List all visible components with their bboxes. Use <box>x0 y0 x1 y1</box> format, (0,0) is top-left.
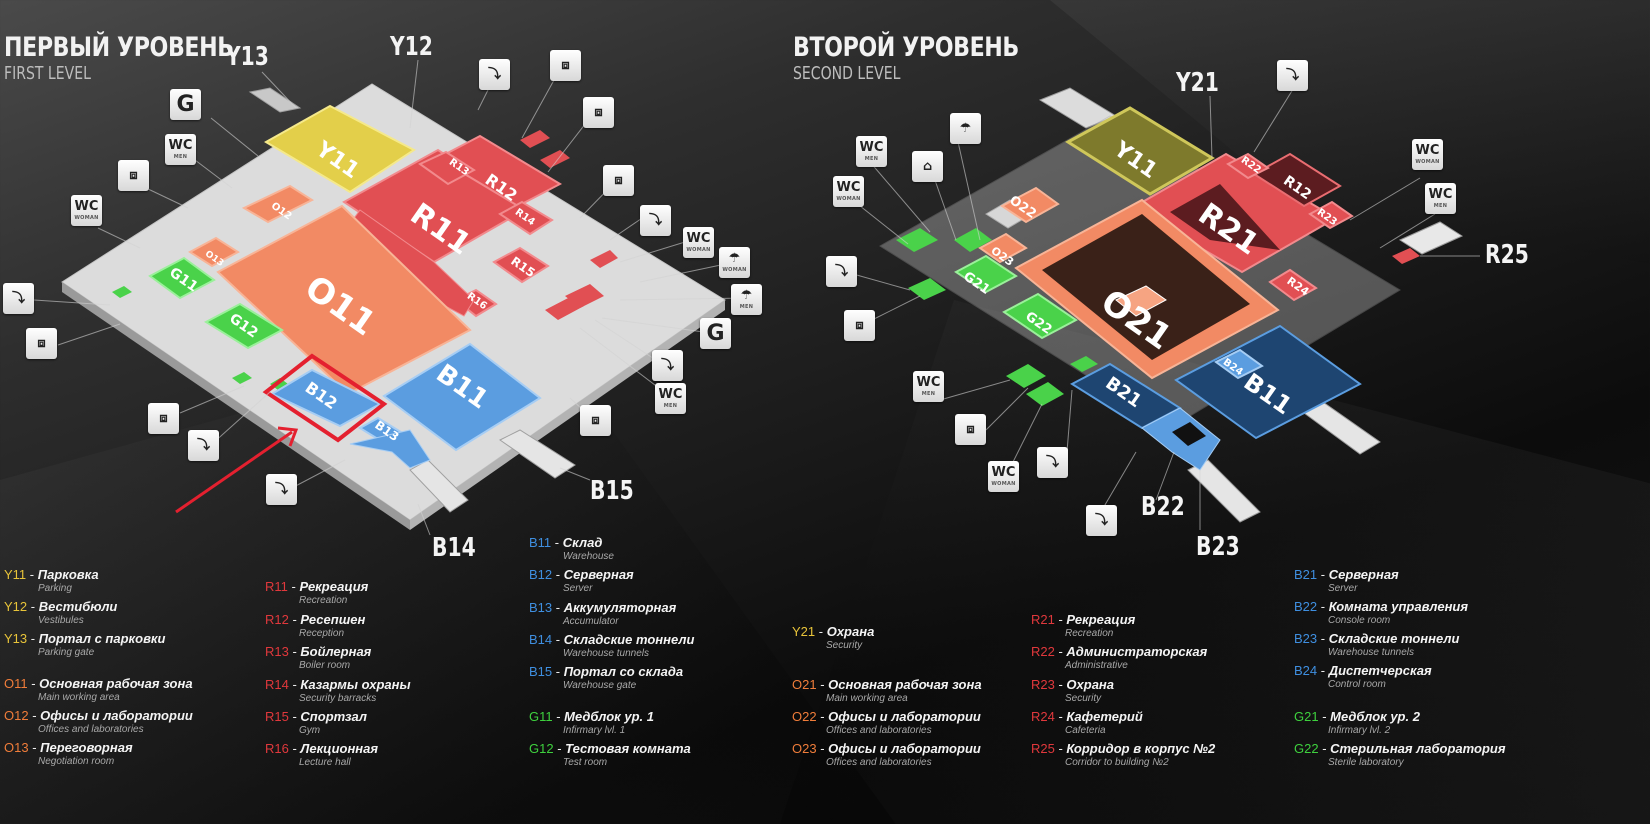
second-level-rooms <box>879 87 1464 523</box>
hanger-icon[interactable]: ⌂ <box>912 151 943 182</box>
elevator-icon[interactable]: ⧈ <box>844 310 875 341</box>
elevator-icon[interactable]: ⧈ <box>580 405 611 436</box>
callout-r25: R25 <box>1485 240 1529 270</box>
elevator-icon[interactable]: ⧈ <box>955 414 986 445</box>
first-level-title: ПЕРВЫЙ УРОВЕНЬ FIRST LEVEL <box>4 34 284 83</box>
stairs-icon[interactable]: ⤵ <box>3 283 34 314</box>
stairs-icon[interactable]: ⤵ <box>652 350 683 381</box>
stairs-icon[interactable]: ⤵ <box>1037 447 1068 478</box>
second-level-leaders <box>845 85 1480 530</box>
stairs-icon[interactable]: ⤵ <box>1277 60 1308 91</box>
elevator-icon[interactable]: ⧈ <box>148 403 179 434</box>
stairs-icon[interactable]: ⤵ <box>266 474 297 505</box>
second-level-title-ru: ВТОРОЙ УРОВЕНЬ <box>793 32 1019 63</box>
stairs-icon[interactable]: ⤵ <box>188 430 219 461</box>
elevator-icon[interactable]: ⧈ <box>603 165 634 196</box>
callout-b23: B23 <box>1196 532 1240 562</box>
first-level-rooms <box>112 104 618 514</box>
shower-woman-icon[interactable]: ☂WOMAN <box>719 247 750 278</box>
shower-men-icon[interactable]: ☂MEN <box>731 284 762 315</box>
callout-y13: Y13 <box>226 42 269 72</box>
first-level-leaders <box>33 59 749 536</box>
first-level-title-ru: ПЕРВЫЙ УРОВЕНЬ <box>4 32 234 63</box>
gate-icon[interactable]: G <box>700 318 731 349</box>
elevator-icon[interactable]: ⧈ <box>118 160 149 191</box>
stairs-icon[interactable]: ⤵ <box>1086 505 1117 536</box>
stairs-icon[interactable]: ⤵ <box>479 59 510 90</box>
elevator-icon[interactable]: ⧈ <box>583 97 614 128</box>
second-level-title-en: SECOND LEVEL <box>793 63 901 84</box>
callout-y12: Y12 <box>390 32 433 62</box>
shower-icon[interactable]: ☂ <box>950 113 981 144</box>
stairs-icon[interactable]: ⤵ <box>826 256 857 287</box>
stairs-icon[interactable]: ⤵ <box>640 205 671 236</box>
callout-b14: B14 <box>432 533 476 563</box>
second-level-title: ВТОРОЙ УРОВЕНЬ SECOND LEVEL <box>793 34 1068 83</box>
elevator-icon[interactable]: ⧈ <box>550 50 581 81</box>
callout-b22: B22 <box>1141 492 1185 522</box>
first-level-title-en: FIRST LEVEL <box>4 63 91 84</box>
elevator-icon[interactable]: ⧈ <box>26 328 57 359</box>
callout-y21: Y21 <box>1176 68 1219 98</box>
gate-icon[interactable]: G <box>170 89 201 120</box>
callout-b15: B15 <box>590 476 634 506</box>
